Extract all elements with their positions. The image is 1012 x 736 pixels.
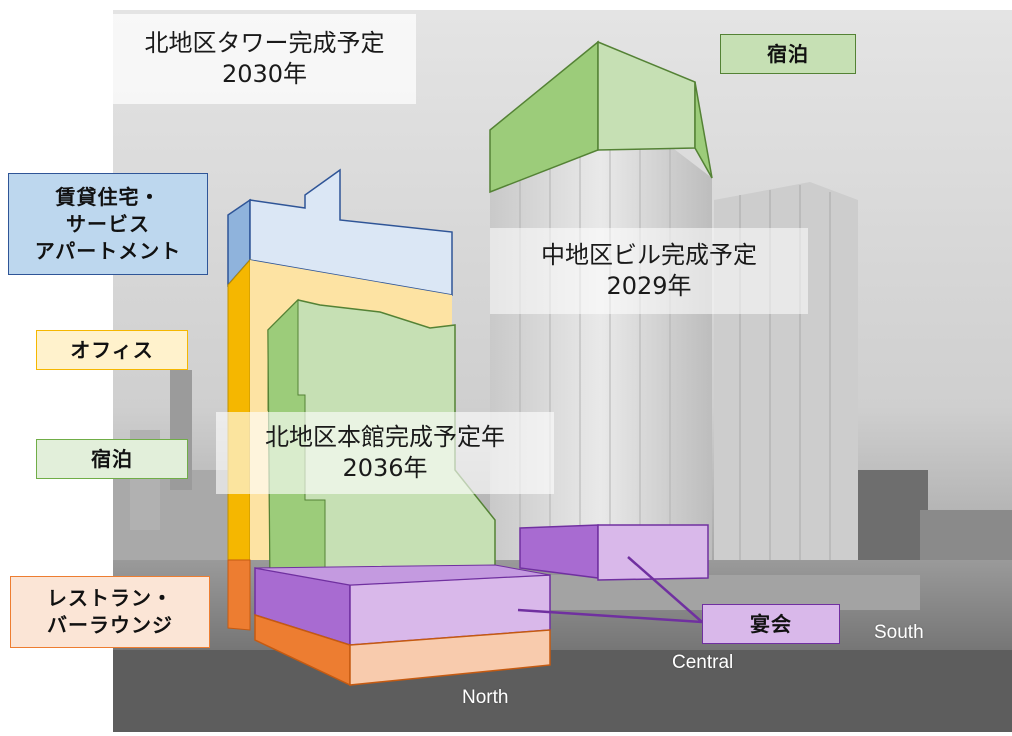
legend-office: オフィス [36,330,188,370]
north-main-caption-year: 2036年 [342,454,428,482]
central-building-caption: 中地区ビル完成予定 2029年 [490,228,808,314]
north-main-caption-title: 北地区本館完成予定年 [265,422,505,451]
north-main-caption: 北地区本館完成予定年 2036年 [216,412,554,494]
banquet-leader-line-north [517,608,703,624]
district-label-north: North [462,687,509,708]
central-building-caption-title: 中地区ビル完成予定 [541,240,757,269]
north-tower-caption-title: 北地区タワー完成予定 [144,28,385,57]
central-lodging-volume [489,40,713,194]
central-building-caption-year: 2029年 [606,272,692,300]
legend-lodging: 宿泊 [36,439,188,479]
legend-restaurant-bar-lounge: レストラン・ バーラウンジ [10,576,210,648]
legend-rental-apartment: 賃貸住宅・ サービス アパートメント [8,173,208,275]
north-podium-volume [254,564,551,687]
banquet-leader-line-central [627,556,703,623]
north-tower-caption-year: 2030年 [221,60,308,88]
district-label-south: South [874,622,924,643]
legend-lodging-top: 宿泊 [720,34,856,74]
district-label-central: Central [672,652,734,673]
legend-banquet: 宴会 [702,604,840,644]
central-banquet-volume [519,524,709,581]
north-tower-caption: 北地区タワー完成予定 2030年 [113,14,416,104]
